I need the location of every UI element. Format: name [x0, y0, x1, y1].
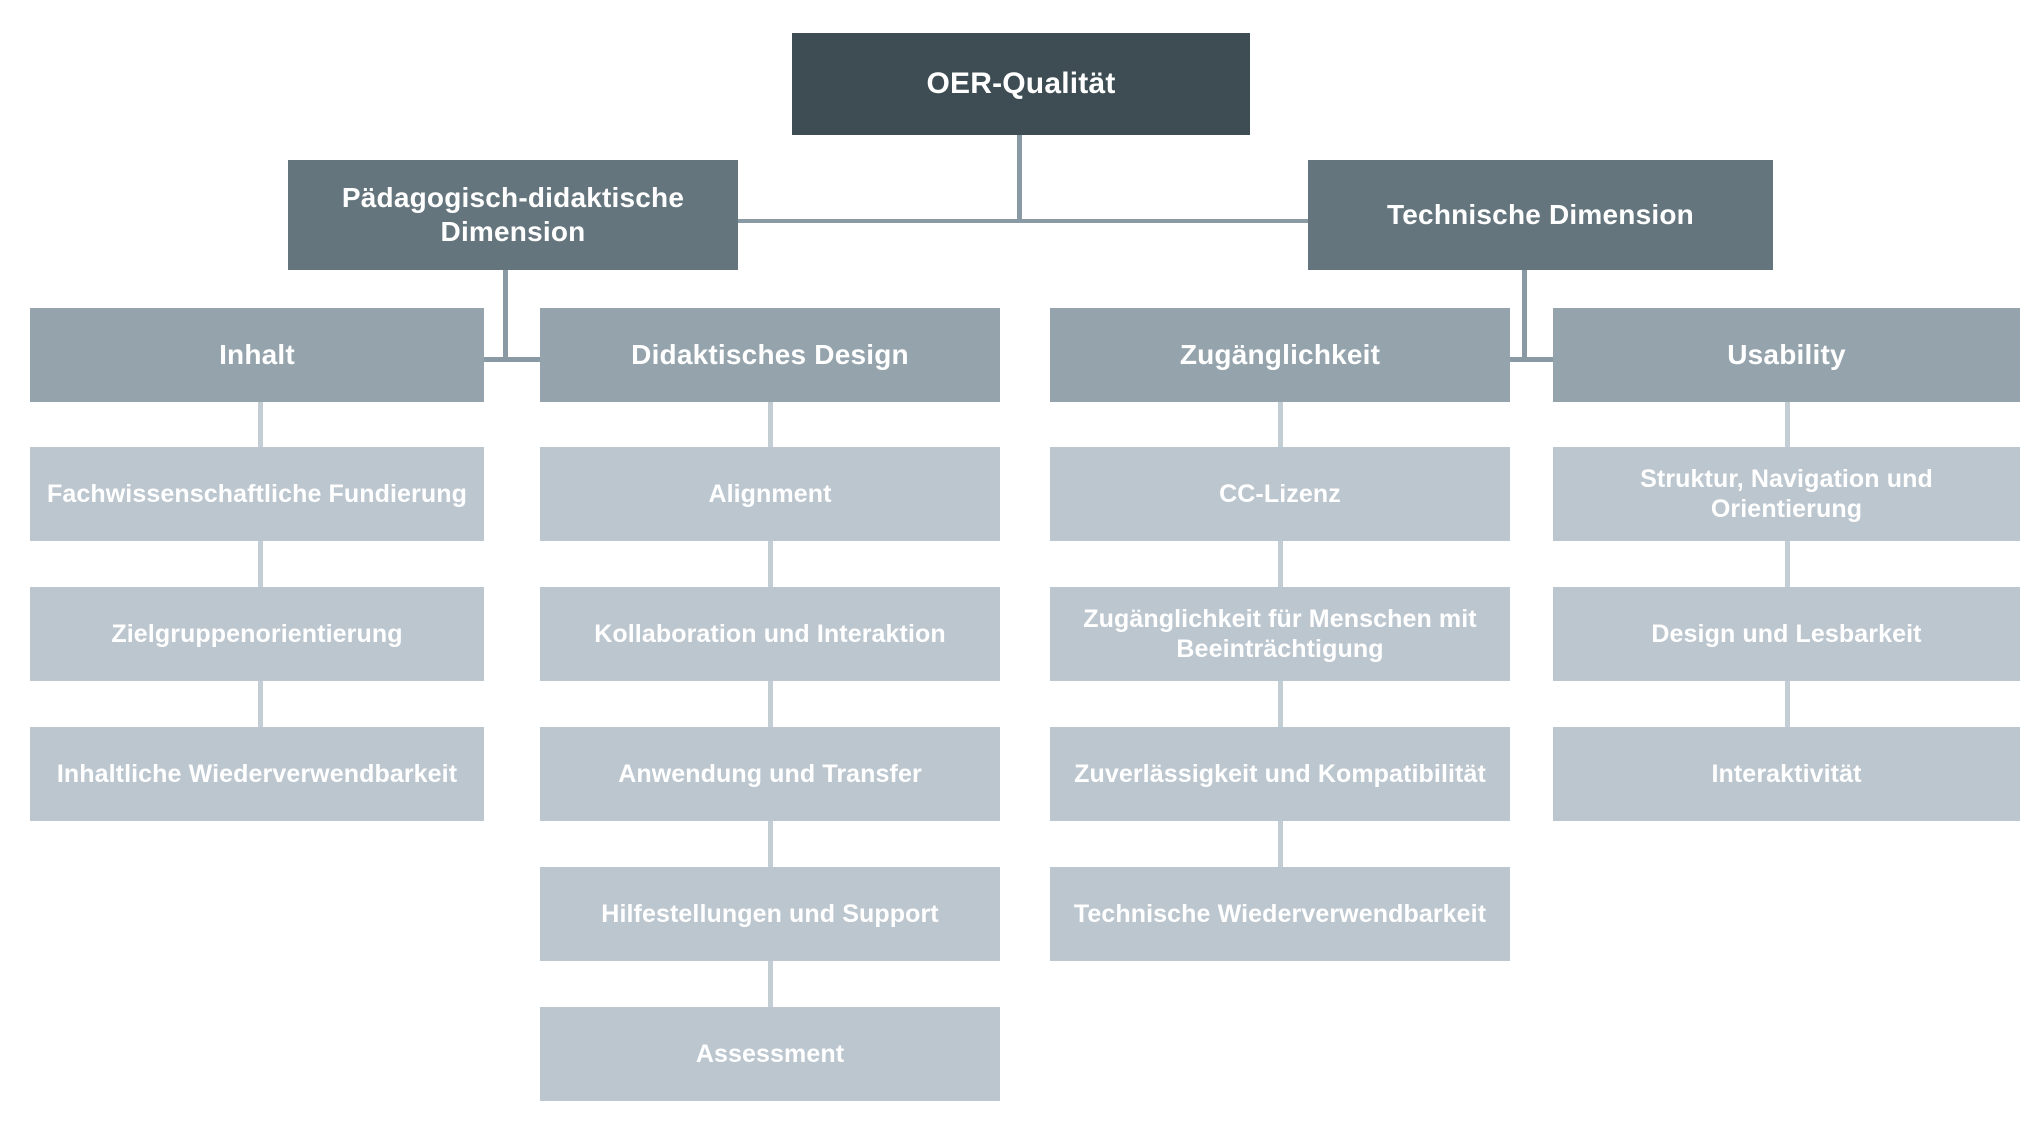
connector-col2-4: [768, 821, 773, 867]
connector-col4-3: [1785, 681, 1790, 727]
node-leaf-kollaboration-und-interaktion[interactable]: Kollaboration und Interaktion: [540, 587, 1000, 681]
node-leaf-design-und-lesbarkeit[interactable]: Design und Lesbarkeit: [1553, 587, 2020, 681]
node-label: Anwendung und Transfer: [618, 759, 922, 788]
node-leaf-fachwissenschaftliche-fundierung[interactable]: Fachwissenschaftliche Fundierung: [30, 447, 484, 541]
node-label: Inhaltliche Wiederverwendbarkeit: [56, 759, 458, 788]
node-leaf-struktur-navigation-orientierung[interactable]: Struktur, Navigation und Orientierung: [1553, 447, 2020, 541]
node-label: CC-Lizenz: [1219, 479, 1341, 508]
node-label: Zugänglichkeit für Menschen mit Beeinträ…: [1083, 604, 1477, 664]
node-category-usability[interactable]: Usability: [1553, 308, 2020, 402]
node-label: Kollaboration und Interaktion: [594, 619, 946, 648]
node-label: Fachwissenschaftliche Fundierung: [47, 479, 467, 508]
node-leaf-interaktivitaet[interactable]: Interaktivität: [1553, 727, 2020, 821]
node-leaf-anwendung-und-transfer[interactable]: Anwendung und Transfer: [540, 727, 1000, 821]
node-leaf-technische-wiederverwendbarkeit[interactable]: Technische Wiederverwendbarkeit: [1050, 867, 1510, 961]
node-label: Didaktisches Design: [631, 338, 909, 370]
connector-col4-1: [1785, 402, 1790, 447]
connector-col3-4: [1278, 821, 1283, 867]
connector-paed-stem: [503, 270, 508, 361]
connector-col1-3: [258, 681, 263, 727]
connector-col4-2: [1785, 541, 1790, 587]
connector-paed-bus: [484, 357, 541, 362]
node-root-oer-qualitaet[interactable]: OER-Qualität: [792, 33, 1250, 135]
node-label: Technische Dimension: [1387, 198, 1694, 230]
connector-col3-3: [1278, 681, 1283, 727]
node-label: Technische Wiederverwendbarkeit: [1073, 899, 1487, 928]
node-label: OER-Qualität: [926, 66, 1116, 100]
node-dimension-paedagogisch-didaktisch[interactable]: Pädagogisch-didaktische Dimension: [288, 160, 738, 270]
node-leaf-zugaenglichkeit-beeintraechtigung[interactable]: Zugänglichkeit für Menschen mit Beeinträ…: [1050, 587, 1510, 681]
connector-tech-stem: [1522, 270, 1527, 361]
connector-root-stem: [1017, 135, 1022, 222]
connector-col2-2: [768, 541, 773, 587]
node-category-inhalt[interactable]: Inhalt: [30, 308, 484, 402]
node-label: Usability: [1727, 338, 1846, 370]
node-dimension-technisch[interactable]: Technische Dimension: [1308, 160, 1773, 270]
node-leaf-cc-lizenz[interactable]: CC-Lizenz: [1050, 447, 1510, 541]
node-leaf-inhaltliche-wiederverwendbarkeit[interactable]: Inhaltliche Wiederverwendbarkeit: [30, 727, 484, 821]
node-label: Inhalt: [219, 338, 295, 370]
node-label: Zugänglichkeit: [1179, 338, 1381, 370]
connector-col2-5: [768, 961, 773, 1007]
node-label: Design und Lesbarkeit: [1651, 619, 1922, 648]
node-leaf-assessment[interactable]: Assessment: [540, 1007, 1000, 1101]
node-label: Hilfestellungen und Support: [601, 899, 939, 928]
node-leaf-zuverlaessigkeit-und-kompatibilitaet[interactable]: Zuverlässigkeit und Kompatibilität: [1050, 727, 1510, 821]
connector-col1-1: [258, 402, 263, 447]
node-leaf-zielgruppenorientierung[interactable]: Zielgruppenorientierung: [30, 587, 484, 681]
connector-col1-2: [258, 541, 263, 587]
connector-col3-1: [1278, 402, 1283, 447]
connector-col3-2: [1278, 541, 1283, 587]
node-label: Zuverlässigkeit und Kompatibilität: [1074, 759, 1486, 788]
connector-dimension-bus: [728, 219, 1310, 223]
node-category-didaktisches-design[interactable]: Didaktisches Design: [540, 308, 1000, 402]
node-label: Struktur, Navigation und Orientierung: [1640, 464, 1933, 524]
node-category-zugaenglichkeit[interactable]: Zugänglichkeit: [1050, 308, 1510, 402]
node-leaf-alignment[interactable]: Alignment: [540, 447, 1000, 541]
node-label: Alignment: [708, 479, 832, 508]
node-leaf-hilfestellungen-und-support[interactable]: Hilfestellungen und Support: [540, 867, 1000, 961]
node-label: Interaktivität: [1711, 759, 1862, 788]
connector-tech-bus: [1496, 357, 1554, 362]
node-label: Zielgruppenorientierung: [111, 619, 403, 648]
node-label: Pädagogisch-didaktische Dimension: [341, 181, 685, 247]
connector-col2-1: [768, 402, 773, 447]
connector-col2-3: [768, 681, 773, 727]
node-label: Assessment: [695, 1039, 845, 1068]
